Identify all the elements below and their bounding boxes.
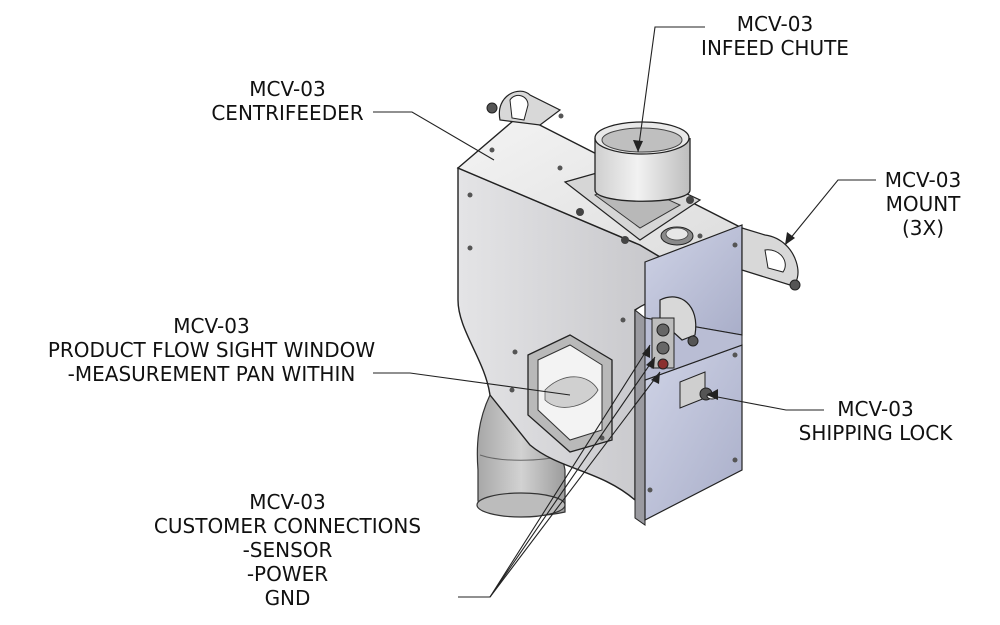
sight-window xyxy=(527,334,613,453)
centrifeeder-model: MCV-03 xyxy=(249,77,326,101)
mount-qty: (3X) xyxy=(901,216,945,240)
sight-glass-top xyxy=(660,226,694,246)
mount-model: MCV-03 xyxy=(884,168,962,192)
leader-lines xyxy=(373,26,876,598)
sight-window-text: PRODUCT FLOW SIGHT WINDOW xyxy=(47,338,376,362)
callout-customer-connections: MCV-03 CUSTOMER CONNECTIONS -SENSOR -POW… xyxy=(125,490,450,610)
mount-brackets xyxy=(486,90,801,347)
callout-shipping-lock: MCV-03 SHIPPING LOCK xyxy=(778,397,973,445)
infeed-chute-text: INFEED CHUTE xyxy=(701,36,849,60)
shipping-lock-text: SHIPPING LOCK xyxy=(798,421,953,445)
customer-connections-text: CUSTOMER CONNECTIONS xyxy=(153,514,422,538)
customer-connectors xyxy=(651,317,675,370)
leader-arrowheads xyxy=(633,140,795,400)
centrifeeder-text: CENTRIFEEDER xyxy=(211,101,364,125)
shipping-lock-model: MCV-03 xyxy=(837,397,914,421)
customer-connections-power: -POWER xyxy=(246,562,329,586)
callout-sight-window: MCV-03 PRODUCT FLOW SIGHT WINDOW -MEASUR… xyxy=(14,314,409,386)
sight-window-model: MCV-03 xyxy=(173,314,250,338)
infeed-chute-model: MCV-03 xyxy=(736,12,814,36)
callout-centrifeeder: MCV-03 CENTRIFEEDER xyxy=(200,77,375,125)
mount-text: MOUNT xyxy=(885,192,961,216)
rivets xyxy=(467,113,738,493)
customer-connections-gnd: GND xyxy=(264,586,311,610)
shipping-lock xyxy=(679,371,718,409)
callout-infeed-chute: MCV-03 INFEED CHUTE xyxy=(690,12,860,60)
customer-connections-model: MCV-03 xyxy=(249,490,326,514)
customer-connections-sensor: -SENSOR xyxy=(242,538,333,562)
callout-mount: MCV-03 MOUNT (3X) xyxy=(868,168,978,240)
sight-window-note: -MEASUREMENT PAN WITHIN xyxy=(67,362,356,386)
infeed-chute xyxy=(563,121,702,244)
